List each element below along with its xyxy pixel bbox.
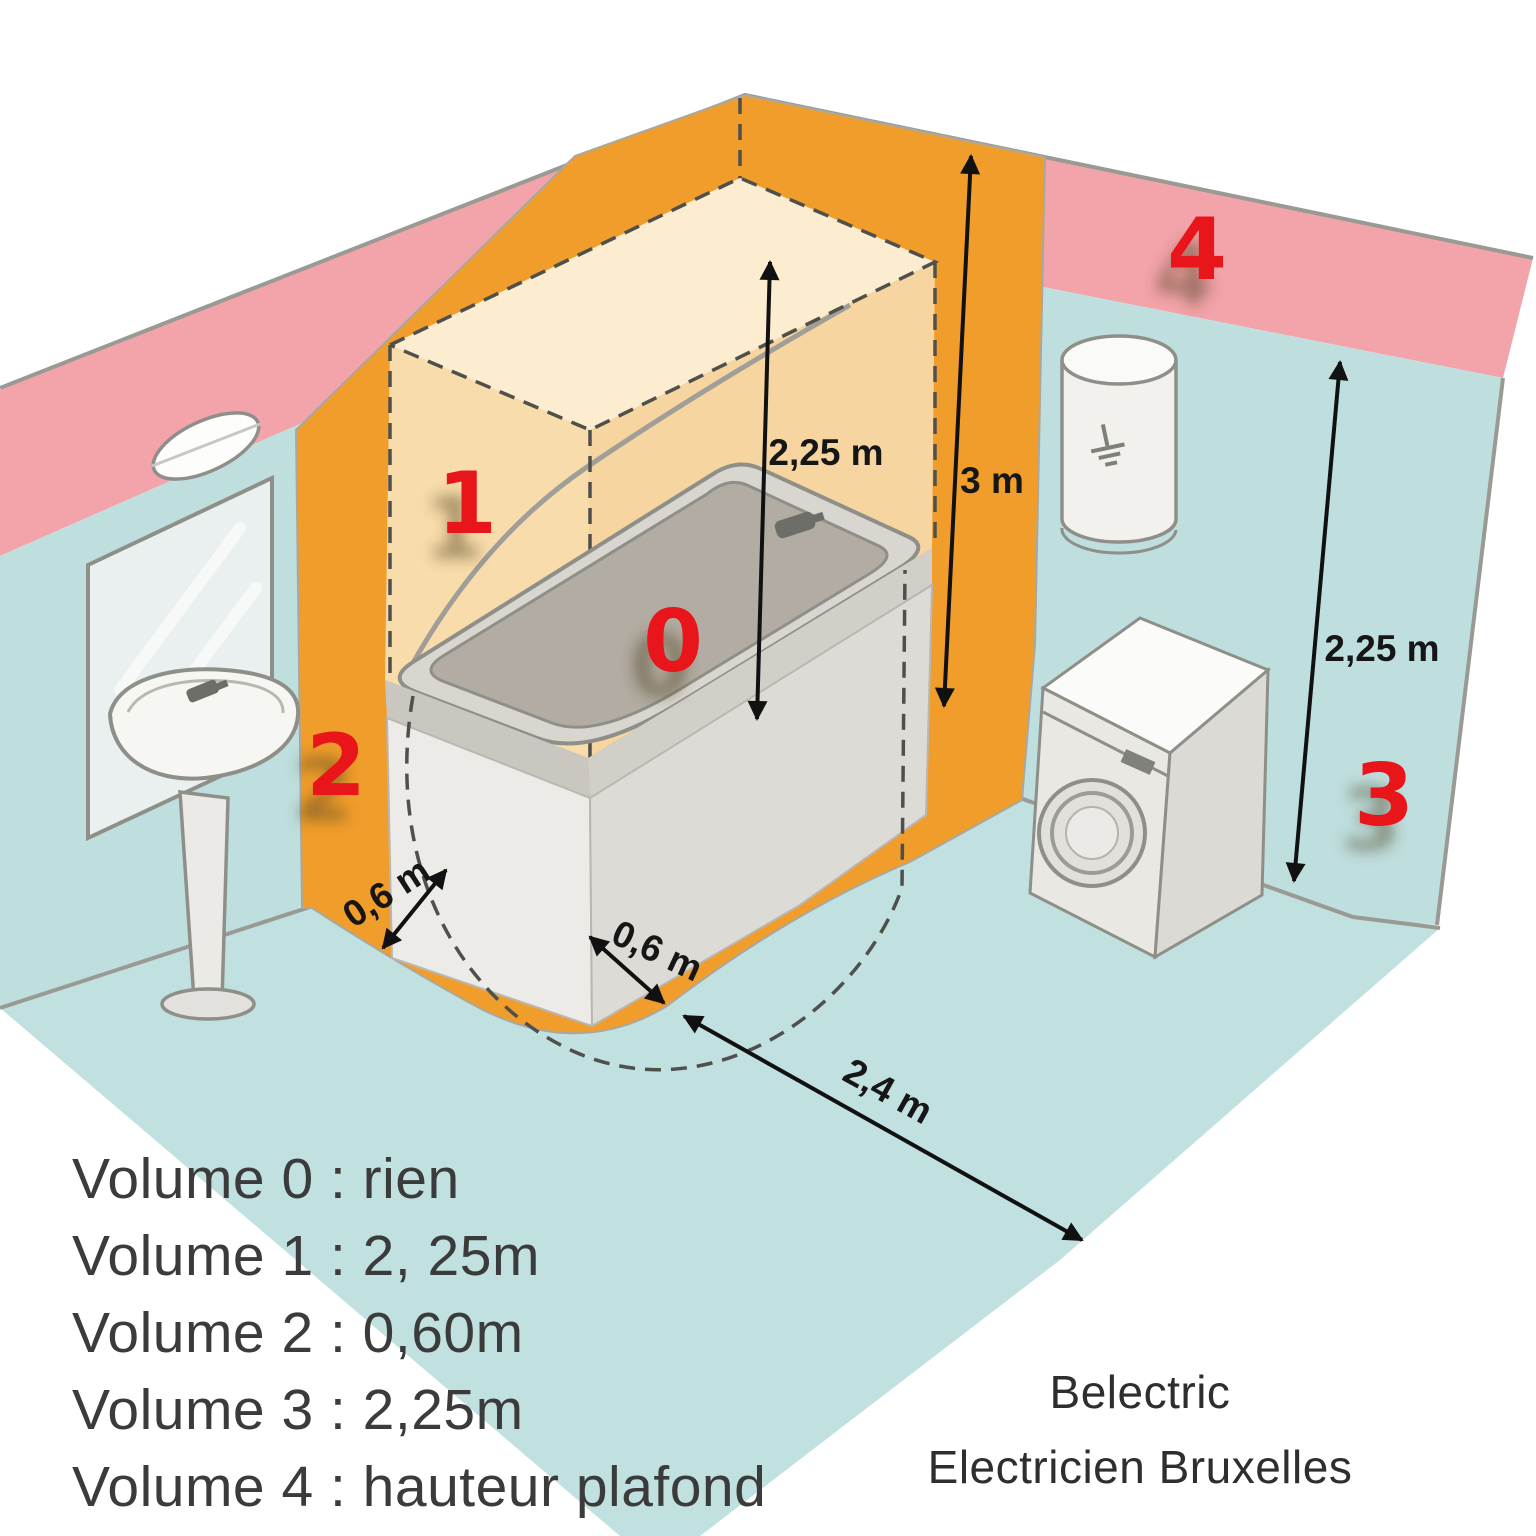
zone-number-shadows: 1 0 2 3 4	[293, 225, 1401, 871]
wall-light-base-line	[151, 422, 261, 468]
water-heater-bottom-rim	[1060, 527, 1178, 555]
label-bath-height: 2,25 m	[768, 432, 883, 473]
brand-name: Belectric	[1050, 1366, 1231, 1418]
right-wall-edge-line	[1435, 377, 1505, 926]
washing-machine-side	[1153, 666, 1270, 960]
zone-numbers: 1 0 2 3 4	[306, 200, 1414, 846]
zone1-number: 1	[437, 454, 497, 554]
bathtub-hidden-outline-dashed	[405, 569, 907, 1072]
washing-machine-controls	[1120, 749, 1156, 775]
zone3-number: 3	[1354, 746, 1414, 846]
zone2-number: 2	[306, 716, 366, 816]
arrow-strip-right-0-6m	[588, 935, 666, 1005]
wall-light	[151, 411, 261, 481]
legend-line-volume4: Volume 4 : hauteur plafond	[72, 1455, 766, 1519]
legend: Volume 0 : rien Volume 1 : 2, 25m Volume…	[72, 1147, 766, 1519]
washing-machine-door-glass	[1065, 806, 1119, 860]
pedestal-sink	[107, 667, 301, 1021]
legend-line-volume1: Volume 1 : 2, 25m	[72, 1224, 540, 1288]
left-wall-floor-edge	[0, 905, 311, 1010]
legend-line-volume3: Volume 3 : 2,25m	[72, 1378, 524, 1442]
bathtub-rim-front-band-left	[385, 680, 590, 798]
water-heater	[1060, 334, 1178, 555]
brand-signature: Belectric Electricien Bruxelles	[928, 1366, 1353, 1493]
arrow-floor-2-4m	[682, 1014, 1084, 1242]
label-ceiling-height: 3 m	[960, 460, 1024, 501]
sink-bowl	[107, 667, 301, 781]
arrow-bath-height-2-25m	[747, 260, 780, 721]
label-wall-height: 2,25 m	[1324, 628, 1439, 669]
legend-line-volume2: Volume 2 : 0,60m	[72, 1301, 524, 1365]
arrow-wall-height-2-25m	[1285, 360, 1349, 883]
dimension-arrows	[381, 154, 1349, 1242]
zone3-shadow: 3	[1341, 771, 1401, 871]
arrow-strip-left-0-6m	[381, 868, 448, 950]
brand-tagline: Electricien Bruxelles	[928, 1441, 1353, 1493]
water-heater-top	[1060, 334, 1178, 386]
legend-line-volume0: Volume 0 : rien	[72, 1147, 460, 1211]
zone0-number: 0	[643, 592, 703, 692]
washing-machine	[1028, 616, 1271, 960]
zone4-shadow: 4	[1154, 225, 1214, 325]
zone4-number: 4	[1167, 200, 1227, 300]
zone2-shadow: 2	[293, 741, 353, 841]
earth-ground-icon	[1090, 424, 1125, 467]
sink-base	[160, 987, 256, 1021]
arrow-ceiling-height-3m	[934, 154, 981, 708]
sink-tap-icon	[186, 679, 229, 703]
volume4-pink-band	[0, 95, 1533, 556]
bathtub-tap-icon	[774, 511, 825, 539]
zone0-shadow: 0	[630, 617, 690, 717]
zone1-shadow: 1	[424, 479, 484, 579]
washing-machine-door-ring	[1050, 791, 1134, 875]
volume1-box-top-face	[390, 178, 935, 430]
